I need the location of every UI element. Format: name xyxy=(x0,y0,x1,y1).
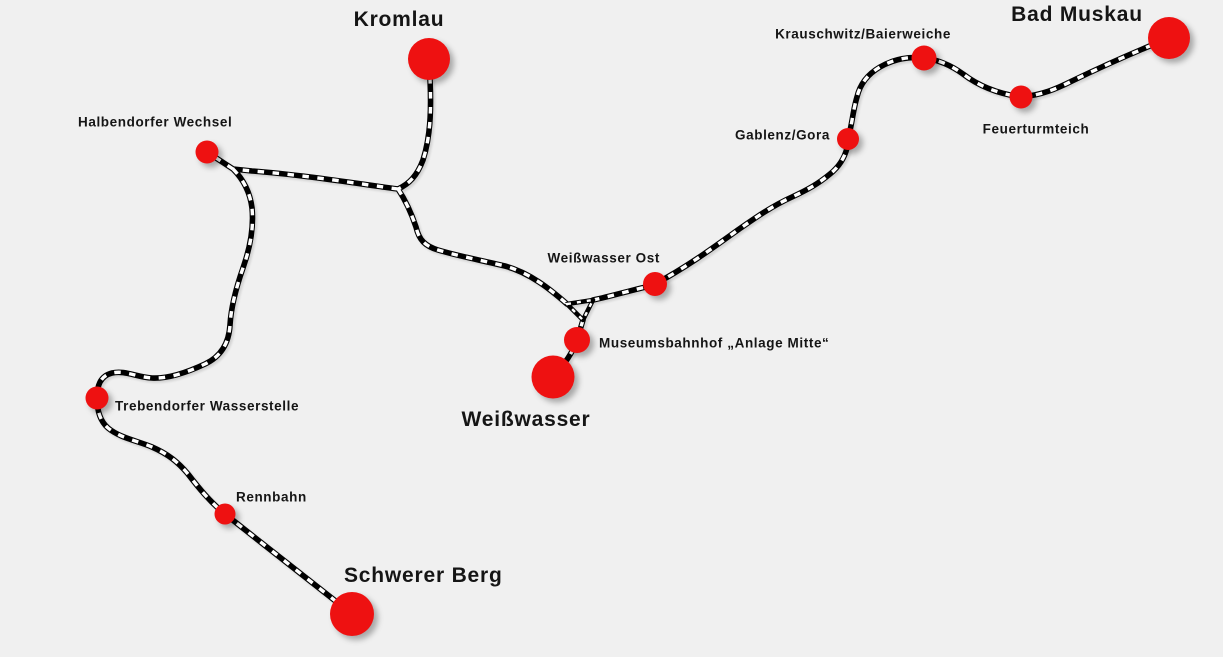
station-label-krauschwitz-baierweiche: Krauschwitz/Baierweiche xyxy=(775,26,951,42)
station-label-rennbahn: Rennbahn xyxy=(236,489,307,505)
station-dot-halbendorfer-wechsel xyxy=(195,140,219,164)
station-label-gablenz-gora: Gablenz/Gora xyxy=(735,127,830,143)
station-label-feuerturmteich: Feuerturmteich xyxy=(982,121,1090,137)
station-dot-weisswasser-ost xyxy=(643,272,667,296)
station-label-bad-muskau: Bad Muskau xyxy=(1011,3,1143,26)
station-dot-gablenz-gora xyxy=(837,128,859,150)
station-label-weisswasser-ost: Weißwasser Ost xyxy=(547,250,660,266)
station-dot-weisswasser xyxy=(531,355,575,399)
station-dot-krauschwitz-baierweiche xyxy=(911,45,937,71)
station-label-weisswasser: Weißwasser xyxy=(461,408,591,431)
station-label-kromlau: Kromlau xyxy=(353,8,445,31)
station-dot-bad-muskau xyxy=(1148,17,1190,59)
station-label-museumsbahnhof: Museumsbahnhof „Anlage Mitte“ xyxy=(599,335,830,351)
station-dot-feuerturmteich xyxy=(1009,85,1033,109)
station-dot-kromlau xyxy=(408,38,450,80)
station-dots xyxy=(85,17,1190,636)
station-label-trebendorfer-wasserstelle: Trebendorfer Wasserstelle xyxy=(115,398,300,414)
station-label-halbendorfer-wechsel: Halbendorfer Wechsel xyxy=(78,114,233,130)
station-dot-schwerer-berg xyxy=(330,592,374,636)
station-dot-trebendorfer-wasserstelle xyxy=(85,386,109,410)
track-dash-path xyxy=(95,36,1170,616)
station-label-schwerer-berg: Schwerer Berg xyxy=(344,564,503,587)
track-lines xyxy=(94,35,1172,617)
station-dot-rennbahn xyxy=(214,503,236,525)
wye-triangle-dashes xyxy=(564,298,596,323)
station-dot-museumsbahnhof xyxy=(564,327,590,353)
